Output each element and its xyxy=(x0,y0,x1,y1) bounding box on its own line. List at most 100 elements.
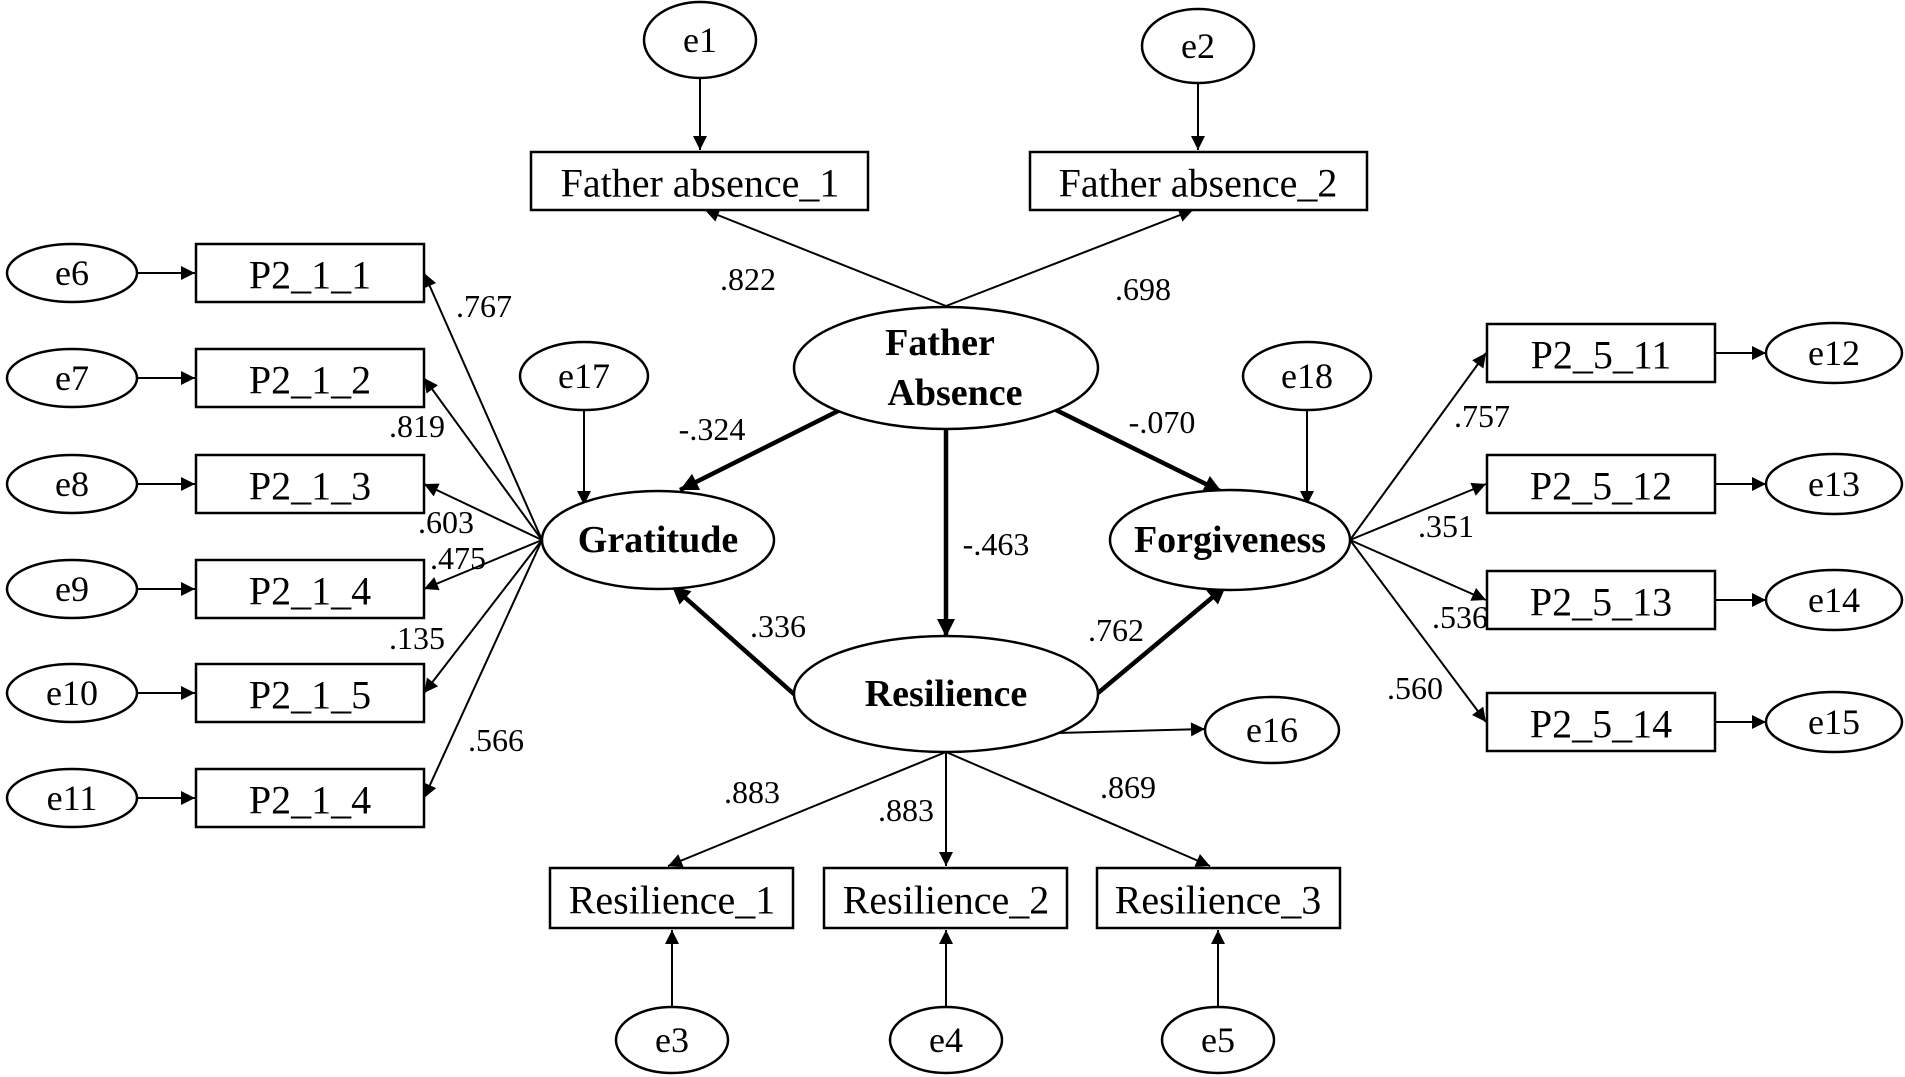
edge-fa-fa1 xyxy=(704,208,947,307)
coef-r3: .869 xyxy=(1100,769,1156,805)
indicator-resilience-2 xyxy=(822,866,1069,930)
indicator-resilience-2-label: Resilience_2 xyxy=(843,878,1050,923)
indicator-p2-1-3 xyxy=(194,453,426,515)
indicator-p2-1-1-label: P2_1_1 xyxy=(249,253,371,298)
coef-fa2: .698 xyxy=(1115,271,1171,307)
coef-f4: .560 xyxy=(1387,670,1443,706)
error-e16 xyxy=(1203,695,1341,765)
indicator-p2-5-13 xyxy=(1485,569,1717,631)
error-e8-label: e8 xyxy=(55,464,89,504)
coef-f1: .757 xyxy=(1454,398,1510,434)
coef-g4: .475 xyxy=(430,540,486,576)
coef-g2: .819 xyxy=(389,408,445,444)
indicator-p2-1-3-label: P2_1_3 xyxy=(249,464,371,509)
error-e15 xyxy=(1764,690,1904,754)
latent-father-absence-label-line2: Absence xyxy=(887,372,1022,414)
error-e1 xyxy=(642,0,758,80)
indicator-resilience-1 xyxy=(548,866,795,930)
error-e13 xyxy=(1764,452,1904,516)
coef-r1: .883 xyxy=(724,774,780,810)
edge-resilience-e16 xyxy=(1057,722,1206,737)
indicator-p2-5-14-label: P2_5_14 xyxy=(1530,702,1672,747)
coef-fa-forgiveness: -.070 xyxy=(1129,404,1196,440)
coef-g1: .767 xyxy=(456,288,512,324)
error-e18 xyxy=(1241,340,1373,412)
indicator-p2-5-14 xyxy=(1485,691,1717,753)
error-e5-label: e5 xyxy=(1201,1020,1235,1060)
indicator-p2-5-13-label: P2_5_13 xyxy=(1530,580,1672,625)
edge-gr-g1 xyxy=(423,272,543,541)
edge-fo-f3 xyxy=(1349,539,1487,601)
edge-gr-g5 xyxy=(423,539,543,694)
error-e17 xyxy=(518,340,650,412)
edge-resilience-gratitude xyxy=(670,584,797,697)
error-e16-label: e16 xyxy=(1246,710,1298,750)
latent-father-absence xyxy=(792,305,1100,431)
edge-resilience-forgiveness xyxy=(1096,584,1228,695)
coef-resilience-gratitude: .336 xyxy=(750,608,806,644)
error-e17-label: e17 xyxy=(558,356,610,396)
indicator-resilience-3 xyxy=(1095,866,1342,930)
error-e7-label: e7 xyxy=(55,358,89,398)
indicator-p2-5-12 xyxy=(1485,453,1717,515)
coef-fa-resilience: -.463 xyxy=(963,526,1030,562)
error-e11 xyxy=(5,767,139,829)
indicator-p2-5-11 xyxy=(1485,322,1717,384)
error-e12 xyxy=(1764,321,1904,385)
error-e2 xyxy=(1140,7,1256,85)
coef-g5: .135 xyxy=(389,620,445,656)
edge-res-r1 xyxy=(667,751,947,868)
latent-resilience-label: Resilience xyxy=(865,673,1028,715)
indicator-father-absence-2-label: Father absence_2 xyxy=(1059,161,1338,206)
indicators: Father absence_1 Father absence_2 P2_1_1… xyxy=(194,150,1717,930)
error-e14 xyxy=(1764,568,1904,632)
coefficients: .822 .698 .767 .819 .603 .475 .135 .566 … xyxy=(389,261,1510,828)
edge-fa-forgiveness xyxy=(1055,407,1223,495)
error-e9-label: e9 xyxy=(55,569,89,609)
latent-forgiveness-label: Forgiveness xyxy=(1134,519,1326,561)
coef-fa1: .822 xyxy=(720,261,776,297)
indicator-father-absence-2 xyxy=(1028,150,1369,212)
coef-f3: .536 xyxy=(1432,599,1488,635)
edge-res-r3 xyxy=(945,751,1211,867)
edge-fa-fa2 xyxy=(945,208,1194,307)
edge-gr-g3 xyxy=(423,483,543,541)
coef-g6: .566 xyxy=(468,722,524,758)
error-e3-label: e3 xyxy=(655,1020,689,1060)
edge-fa-gratitude xyxy=(678,407,842,493)
indicator-p2-1-4b xyxy=(194,767,426,829)
edge-fo-f4 xyxy=(1349,539,1487,723)
error-e10 xyxy=(5,662,139,724)
error-e10-label: e10 xyxy=(46,673,98,713)
edges xyxy=(137,78,1766,1008)
edge-fo-f2 xyxy=(1349,482,1487,541)
indicator-p2-5-11-label: P2_5_11 xyxy=(1531,333,1672,378)
indicator-p2-1-4b-label: P2_1_4 xyxy=(249,778,371,823)
error-e1-label: e1 xyxy=(683,20,717,60)
coef-g3: .603 xyxy=(418,504,474,540)
coef-r2: .883 xyxy=(878,792,934,828)
coef-fa-gratitude: -.324 xyxy=(679,411,746,447)
error-e13-label: e13 xyxy=(1808,464,1860,504)
error-e6-label: e6 xyxy=(55,253,89,293)
indicator-resilience-1-label: Resilience_1 xyxy=(569,878,776,923)
error-e4-label: e4 xyxy=(929,1020,963,1060)
edge-gr-g4 xyxy=(423,539,543,591)
latents: Father Absence Gratitude Forgiveness Res… xyxy=(540,305,1352,754)
error-e6 xyxy=(5,242,139,304)
error-e9 xyxy=(5,558,139,620)
indicator-resilience-3-label: Resilience_3 xyxy=(1115,878,1322,923)
indicator-p2-1-2 xyxy=(194,347,426,409)
error-terms: e1 e2 e6 e7 e8 e9 e10 e11 e17 e18 e12 e1… xyxy=(5,0,1904,1075)
error-e7 xyxy=(5,347,139,409)
indicator-p2-5-12-label: P2_5_12 xyxy=(1530,464,1672,509)
indicator-p2-1-5-label: P2_1_5 xyxy=(249,673,371,718)
error-e18-label: e18 xyxy=(1281,356,1333,396)
edge-gr-g6 xyxy=(423,539,543,799)
indicator-p2-1-2-label: P2_1_2 xyxy=(249,358,371,403)
indicator-father-absence-1-label: Father absence_1 xyxy=(561,161,840,206)
latent-forgiveness xyxy=(1108,488,1352,592)
latent-gratitude-label: Gratitude xyxy=(578,519,738,561)
latent-father-absence-label-line1: Father xyxy=(885,322,995,364)
